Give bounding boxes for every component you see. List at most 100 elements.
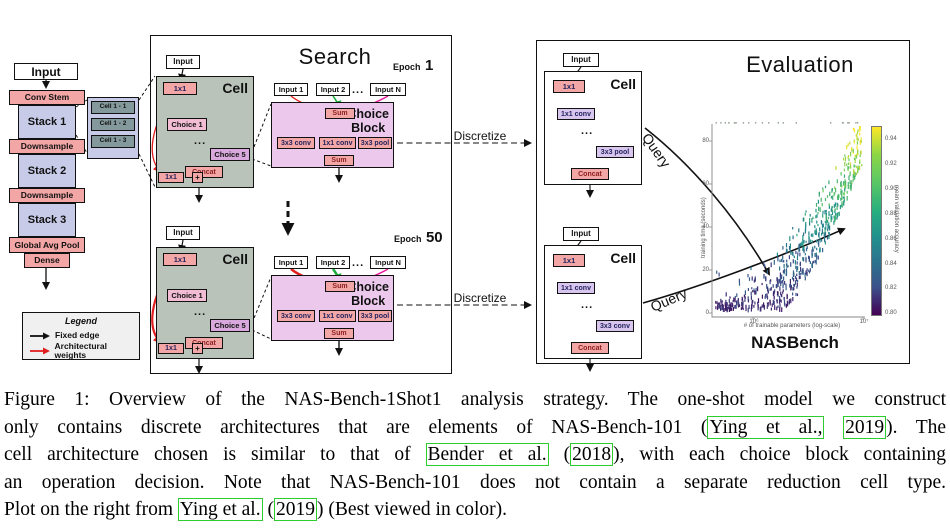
epoch-50-number: 50 bbox=[425, 229, 443, 246]
colorbar-tick-label: 0.86 bbox=[885, 235, 897, 242]
pipeline-block-stack-3: Stack 3 bbox=[18, 203, 76, 237]
choice-input-4-epoch50: Input N bbox=[370, 256, 406, 269]
eval-cell-dots-top: ... bbox=[581, 125, 594, 137]
citation-link[interactable]: 2019 bbox=[273, 498, 317, 521]
choice5-zoom-dashed bbox=[251, 158, 272, 167]
search-cell-plus-epoch1: + bbox=[192, 172, 203, 183]
search-cell-choice5-epoch1: Choice 5 bbox=[210, 148, 250, 161]
search-cell-input-epoch1: Input bbox=[166, 55, 200, 69]
choice-inputs-dots-epoch1: ... bbox=[352, 84, 365, 96]
caption-text: ), with each choice block containing bbox=[613, 444, 946, 465]
evaluation-panel bbox=[536, 40, 910, 364]
eval-cell-concat-bottom: Concat bbox=[571, 342, 609, 354]
search-cell-1x1b-epoch50: 1x1 bbox=[158, 343, 184, 354]
pipeline-block-dense: Dense bbox=[24, 253, 70, 268]
choice-input-2-epoch50: Input 2 bbox=[316, 256, 350, 269]
search-cell-concat-epoch50: Concat bbox=[185, 337, 223, 349]
caption-text: Plot on the right from bbox=[4, 499, 178, 520]
choice-sum-bottom-epoch50: Sum bbox=[324, 328, 354, 339]
eval-cell-title-top: Cell bbox=[610, 76, 636, 92]
discretize-label-bottom: Discretize bbox=[453, 291, 507, 305]
plot-ytick-label: 80 bbox=[702, 138, 709, 144]
choice-op-0-epoch1: 3x3 conv bbox=[277, 137, 315, 149]
figure-caption: Figure 1: Overview of the NAS-Bench-1Sho… bbox=[0, 384, 950, 526]
discretize-label-top: Discretize bbox=[453, 129, 507, 143]
legend-item-label: Architectural weights bbox=[54, 341, 107, 360]
eval-cell-input-bottom: Input bbox=[563, 227, 599, 241]
epoch-1-label: Epoch 1 bbox=[393, 57, 433, 75]
eval-cell-op1-bottom: 1x1 conv bbox=[557, 282, 595, 294]
epoch-1-number: 1 bbox=[424, 57, 434, 74]
choice-block-title-line: Block bbox=[351, 294, 386, 309]
choice-op-1-epoch50: 1x1 conv bbox=[319, 310, 356, 322]
search-cell-concat-epoch1: Concat bbox=[185, 166, 223, 178]
colorbar-tick-label: 0.90 bbox=[885, 185, 897, 192]
eval-cell-1x1-top: 1x1 bbox=[553, 80, 585, 93]
choice-op-1-epoch1: 1x1 conv bbox=[319, 137, 356, 149]
stack-cell-item: Cell 1 - 2 bbox=[91, 118, 135, 131]
plot-ytick-label: 0 bbox=[705, 310, 709, 316]
cells-dashed-link bbox=[138, 153, 156, 188]
choice-inputs-dots-epoch50: ... bbox=[352, 257, 365, 269]
legend-item-label: Fixed edge bbox=[55, 330, 100, 341]
pipeline-block-global-avg-pool: Global Avg Pool bbox=[9, 237, 85, 253]
plot-ytick-label: 40 bbox=[702, 224, 709, 230]
search-cell-1x1b-epoch1: 1x1 bbox=[158, 172, 184, 183]
citation-link[interactable]: 2019 bbox=[843, 415, 887, 439]
caption-text: only contains discrete architectures tha… bbox=[4, 416, 708, 438]
search-cell-title-epoch50: Cell bbox=[222, 251, 248, 267]
eval-cell-1x1-bottom: 1x1 bbox=[553, 254, 585, 267]
pipeline-block-downsample: Downsample bbox=[9, 139, 85, 154]
plot-ytick-label: 60 bbox=[702, 181, 709, 187]
architectural-weights-arrow-icon bbox=[30, 347, 50, 354]
search-cell-dots-epoch50: ... bbox=[194, 306, 207, 318]
legend-item: Fixed edge bbox=[29, 330, 139, 341]
citation-link[interactable]: Bender et al. bbox=[425, 443, 549, 466]
search-cell-1x1-epoch50: 1x1 bbox=[163, 253, 197, 266]
colorbar bbox=[871, 126, 882, 316]
caption-line: cell architecture chosen is similar to t… bbox=[4, 441, 946, 469]
search-cell-1x1-epoch1: 1x1 bbox=[163, 82, 197, 95]
caption-line: Figure 1: Overview of the NAS-Bench-1Sho… bbox=[4, 386, 946, 414]
citation-link[interactable]: Ying et al. bbox=[177, 498, 263, 521]
citation-link[interactable]: Ying et al., bbox=[707, 415, 825, 439]
eval-cell-input-top: Input bbox=[563, 53, 599, 67]
choice-input-1-epoch1: Input 1 bbox=[274, 83, 308, 96]
choice-op-0-epoch50: 3x3 conv bbox=[277, 310, 315, 322]
citation-link[interactable]: 2018 bbox=[570, 443, 614, 466]
cells-dashed-link bbox=[138, 75, 156, 101]
epoch-50-label: Epoch 50 bbox=[394, 229, 443, 247]
pipeline-block-conv-stem: Conv Stem bbox=[9, 90, 85, 105]
epoch-50-prefix: Epoch bbox=[394, 234, 422, 244]
choice-op-2-epoch50: 3x3 pool bbox=[358, 310, 392, 322]
eval-cell-dots-bottom: ... bbox=[581, 299, 594, 311]
pipeline-block-stack-2: Stack 2 bbox=[18, 154, 76, 188]
eval-cell-title-bottom: Cell bbox=[610, 250, 636, 266]
legend-title: Legend bbox=[64, 316, 97, 326]
choice5-zoom-dashed bbox=[251, 276, 272, 324]
caption-text: ). The bbox=[886, 416, 947, 438]
nasbench-xlabel: # of trainable parameters (log-scale) bbox=[743, 323, 841, 329]
eval-cell-op2-top: 3x3 pool bbox=[596, 146, 634, 158]
legend-item: Architectural weights bbox=[29, 341, 139, 360]
search-cell-title-epoch1: Cell bbox=[222, 80, 248, 96]
search-cell-dots-epoch1: ... bbox=[194, 135, 207, 147]
nasbench-label: NASBench bbox=[751, 333, 839, 352]
plot-xtick-label: 10⁷ bbox=[859, 319, 869, 325]
pipeline-block-downsample: Downsample bbox=[9, 188, 85, 203]
pipeline-input-box: Input bbox=[14, 63, 78, 80]
search-cell-input-epoch50: Input bbox=[166, 226, 200, 240]
choice-input-4-epoch1: Input N bbox=[370, 83, 406, 96]
caption-text: cell architecture chosen is similar to t… bbox=[4, 444, 426, 465]
search-cell-choice5-epoch50: Choice 5 bbox=[210, 319, 250, 332]
search-title: Search bbox=[298, 44, 372, 69]
search-cell-choice1-epoch1: Choice 1 bbox=[167, 118, 207, 131]
query-arrow-top bbox=[644, 127, 770, 276]
stack-cell-item: Cell 1 - 3 bbox=[91, 135, 135, 148]
colorbar-tick-label: 0.84 bbox=[885, 260, 897, 267]
colorbar-tick-label: 0.94 bbox=[885, 136, 897, 142]
